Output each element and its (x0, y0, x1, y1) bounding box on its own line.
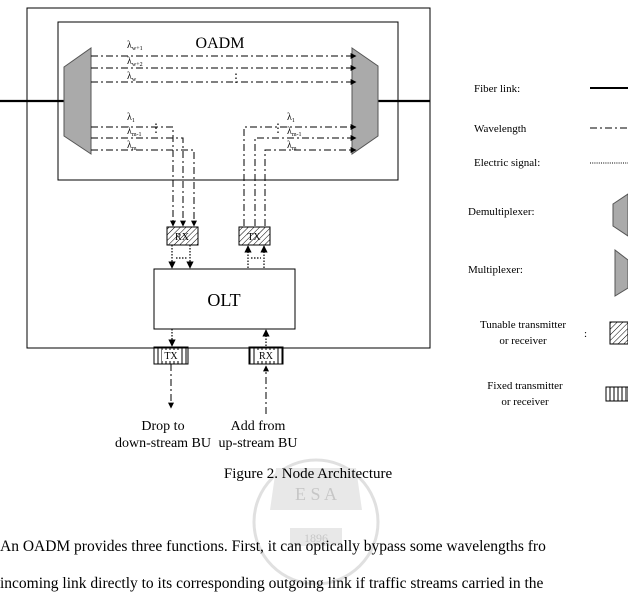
olt-electric-down (168, 329, 270, 347)
demultiplexer-shape (63, 47, 92, 155)
svg-text:TX: TX (164, 351, 178, 362)
svg-text:E S A: E S A (295, 484, 337, 504)
svg-text:λm-1: λm-1 (287, 126, 302, 138)
svg-text:⋮: ⋮ (272, 121, 284, 135)
fixed-receiver: RX (248, 346, 284, 365)
legend-fixed-label-1: Fixed transmitter (487, 380, 563, 392)
lambda-labels-through: λw+1 λw+2 λw ⋮ (127, 40, 242, 85)
through-wavelengths (91, 53, 357, 85)
add-wavelengths (243, 124, 357, 226)
drop-label-line1: Drop to (141, 419, 184, 434)
tunable-receiver: RX (166, 226, 199, 246)
drop-label-line2: down-stream BU (115, 436, 211, 451)
lambda-labels-drop: λ1 λm-1 λm ⋮ (127, 112, 162, 152)
svg-text:λw+1: λw+1 (127, 40, 143, 52)
legend-demux-label: Demultiplexer: (468, 206, 535, 218)
university-seal-watermark: E S A 1896 (252, 458, 380, 586)
svg-text:TX: TX (247, 232, 261, 243)
legend-fixed-sample (605, 386, 628, 402)
legend-demux-sample (612, 193, 628, 237)
svg-text:λm: λm (287, 140, 297, 152)
svg-text:λ1: λ1 (287, 112, 295, 124)
fixed-transmitter: TX (153, 346, 189, 365)
svg-text:λm: λm (127, 140, 137, 152)
legend-tunable-sample (609, 321, 628, 345)
tunable-transmitter: TX (238, 226, 271, 246)
legend-fiber-label: Fiber link: (474, 83, 520, 95)
svg-text:λm-1: λm-1 (127, 126, 142, 138)
svg-text:λw+2: λw+2 (127, 56, 143, 68)
svg-text:1896: 1896 (304, 531, 328, 545)
multiplexer-shape (351, 47, 379, 155)
oadm-label: OADM (196, 35, 245, 52)
paragraph-line-1: An OADM provides three functions. First,… (0, 539, 546, 555)
olt-box (153, 268, 296, 330)
svg-text:RX: RX (259, 351, 274, 362)
legend-wavelength-label: Wavelength (474, 123, 527, 135)
svg-text:λw: λw (127, 71, 137, 83)
svg-text:λ1: λ1 (127, 112, 135, 124)
drop-wavelengths (91, 126, 197, 227)
olt-label: OLT (207, 290, 240, 310)
legend-mux-sample (614, 248, 628, 297)
svg-text:⋮: ⋮ (230, 71, 242, 85)
svg-text:⋮: ⋮ (150, 121, 162, 135)
legend-fixed-label-2: or receiver (501, 396, 549, 408)
legend-electric-label: Electric signal: (474, 157, 540, 169)
legend: Fiber link: Wavelength Electric signal: … (468, 83, 628, 408)
lambda-labels-add: λ1 λm-1 λm ⋮ (272, 112, 302, 152)
add-label-line1: Add from (231, 419, 286, 434)
legend-mux-label: Multiplexer: (468, 264, 523, 276)
paragraph-line-2: incoming link directly to its correspond… (0, 576, 544, 592)
svg-text:RX: RX (175, 232, 190, 243)
node-boundary-box (26, 7, 431, 349)
electric-signals (168, 245, 268, 269)
figure-caption: Figure 2. Node Architecture (224, 466, 393, 482)
add-label-line2: up-stream BU (219, 436, 298, 451)
legend-tunable-label-2: or receiver (499, 335, 547, 347)
legend-tunable-colon: : (584, 328, 587, 340)
legend-tunable-label-1: Tunable transmitter (480, 319, 566, 331)
